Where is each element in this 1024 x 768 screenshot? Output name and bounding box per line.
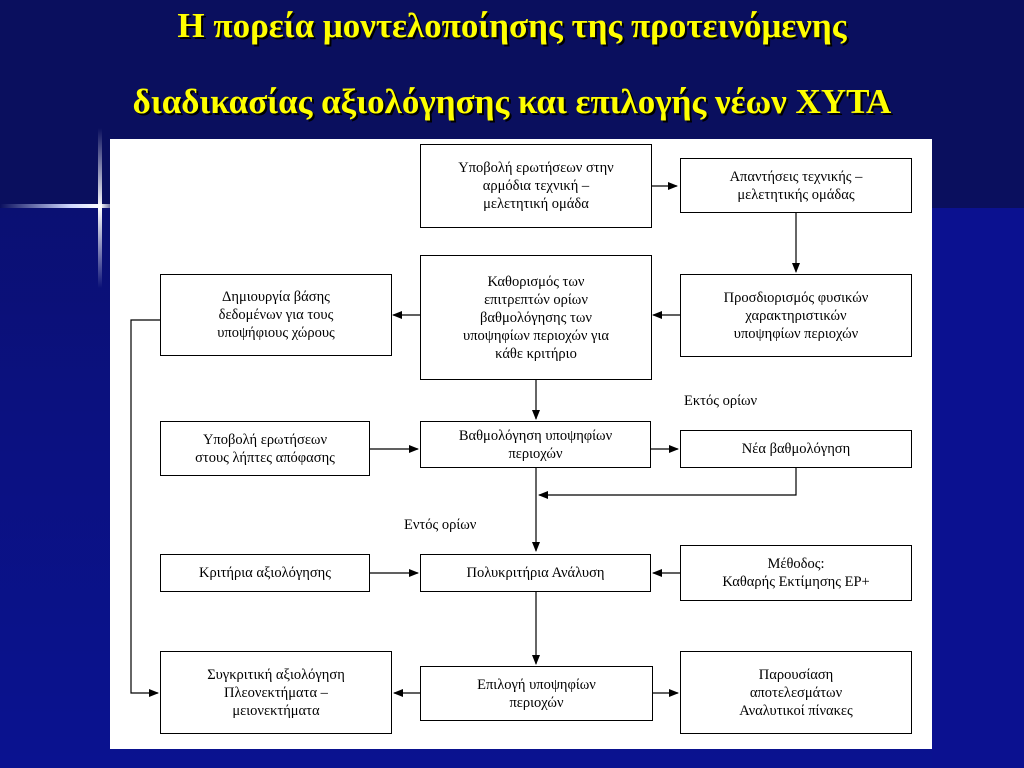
- sparkle-decoration-horizontal: [0, 204, 118, 208]
- box-comparative-evaluation: Συγκριτική αξιολόγηση Πλεονεκτήματα – με…: [160, 651, 392, 734]
- box-submit-questions-team: Υποβολή ερωτήσεων στην αρμόδια τεχνική –…: [420, 144, 652, 228]
- label-out-of-limits: Εκτός ορίων: [684, 393, 758, 409]
- slide-title-line-2: διαδικασίας αξιολόγησης και επιλογής νέω…: [132, 82, 892, 121]
- box-scoring-limits: Καθορισμός των επιτρεπτών ορίων βαθμολόγ…: [420, 255, 652, 380]
- box-method: Μέθοδος: Καθαρής Εκτίμησης ΕΡ+: [680, 545, 912, 601]
- box-database-creation: Δημιουργία βάσης δεδομένων για τους υποψ…: [160, 274, 392, 356]
- box-new-scoring: Νέα βαθμολόγηση: [680, 430, 912, 468]
- arrow-database-to-comparative: [130, 319, 160, 697]
- label-within-limits: Εντός ορίων: [404, 517, 477, 533]
- box-results-presentation: Παρουσίαση αποτελεσμάτων Αναλυτικοί πίνα…: [680, 651, 912, 734]
- flowchart-connectors: [130, 182, 800, 697]
- sparkle-decoration-vertical: [98, 128, 102, 288]
- box-submit-questions-decision: Υποβολή ερωτήσεων στους λήπτες απόφασης: [160, 421, 370, 476]
- background-accent: [932, 208, 1024, 768]
- slide-title-line-1: Η πορεία μοντελοποίησης της προτεινόμενη…: [177, 6, 847, 45]
- flowchart-panel: Υποβολή ερωτήσεων στην αρμόδια τεχνική –…: [110, 139, 932, 749]
- box-evaluation-criteria: Κριτήρια αξιολόγησης: [160, 554, 370, 592]
- box-multicriteria-analysis: Πολυκριτήρια Ανάλυση: [420, 554, 651, 592]
- box-candidate-selection: Επιλογή υποψηφίων περιοχών: [420, 666, 653, 721]
- arrow-new-scoring-return: [538, 468, 797, 499]
- box-team-answers: Απαντήσεις τεχνικής – μελετητικής ομάδας: [680, 158, 912, 213]
- box-physical-characteristics: Προσδιορισμός φυσικών χαρακτηριστικών υπ…: [680, 274, 912, 357]
- box-scoring-candidates: Βαθμολόγηση υποψηφίων περιοχών: [420, 421, 651, 468]
